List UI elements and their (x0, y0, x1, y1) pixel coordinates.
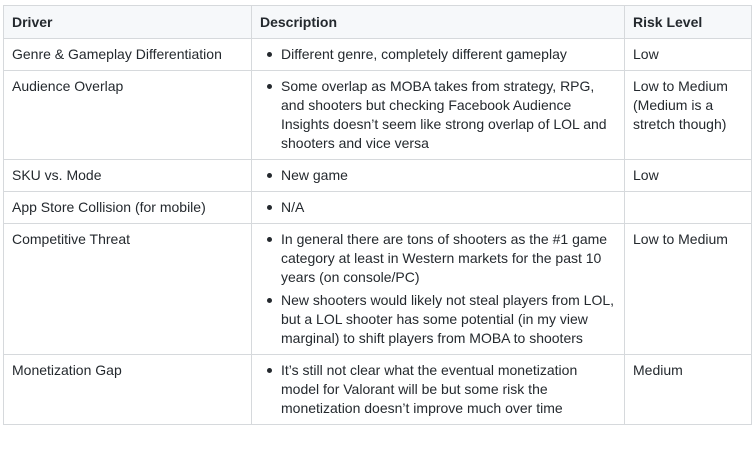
bullet-item: Some overlap as MOBA takes from strategy… (267, 77, 616, 153)
bullet-list: Some overlap as MOBA takes from strategy… (260, 77, 616, 153)
description-cell: It’s still not clear what the eventual m… (251, 354, 625, 425)
table-row: Competitive Threat In general there are … (3, 223, 752, 355)
table-row: Audience Overlap Some overlap as MOBA ta… (3, 70, 752, 160)
table-row: Genre & Gameplay Differentiation Differe… (3, 38, 752, 71)
table-row: SKU vs. Mode New game Low (3, 159, 752, 192)
description-cell: Some overlap as MOBA takes from strategy… (251, 70, 625, 160)
driver-cell: Audience Overlap (3, 70, 252, 160)
table-row: App Store Collision (for mobile) N/A (3, 191, 752, 224)
driver-cell: Competitive Threat (3, 223, 252, 355)
description-cell: In general there are tons of shooters as… (251, 223, 625, 355)
bullet-item: N/A (267, 198, 616, 217)
header-risk-level: Risk Level (624, 5, 752, 39)
risk-cell: Low to Medium (Medium is a stretch thoug… (624, 70, 752, 160)
bullet-item: It’s still not clear what the eventual m… (267, 361, 616, 418)
description-cell: Different genre, completely different ga… (251, 38, 625, 71)
bullet-item: In general there are tons of shooters as… (267, 230, 616, 287)
risk-table: Driver Description Risk Level Genre & Ga… (3, 5, 752, 425)
driver-cell: SKU vs. Mode (3, 159, 252, 192)
description-cell: N/A (251, 191, 625, 224)
bullet-item: New shooters would likely not steal play… (267, 292, 615, 346)
risk-cell: Low (624, 38, 752, 71)
header-description: Description (251, 5, 625, 39)
risk-cell (624, 191, 752, 224)
bullet-list: It’s still not clear what the eventual m… (260, 361, 616, 418)
bullet-item: New game (267, 166, 616, 185)
driver-cell: App Store Collision (for mobile) (3, 191, 252, 224)
table-row: Monetization Gap It’s still not clear wh… (3, 354, 752, 425)
risk-cell: Low (624, 159, 752, 192)
header-row: Driver Description Risk Level (3, 5, 752, 39)
driver-cell: Monetization Gap (3, 354, 252, 425)
bullet-list: New game (260, 166, 616, 185)
bullet-list: N/A (260, 198, 616, 217)
bullet-item: Different genre, completely different ga… (267, 45, 616, 64)
bullet-list: In general there are tons of shooters as… (260, 230, 616, 348)
risk-cell: Medium (624, 354, 752, 425)
driver-cell: Genre & Gameplay Differentiation (3, 38, 252, 71)
header-driver: Driver (3, 5, 252, 39)
description-cell: New game (251, 159, 625, 192)
bullet-list: Different genre, completely different ga… (260, 45, 616, 64)
risk-cell: Low to Medium (624, 223, 752, 355)
